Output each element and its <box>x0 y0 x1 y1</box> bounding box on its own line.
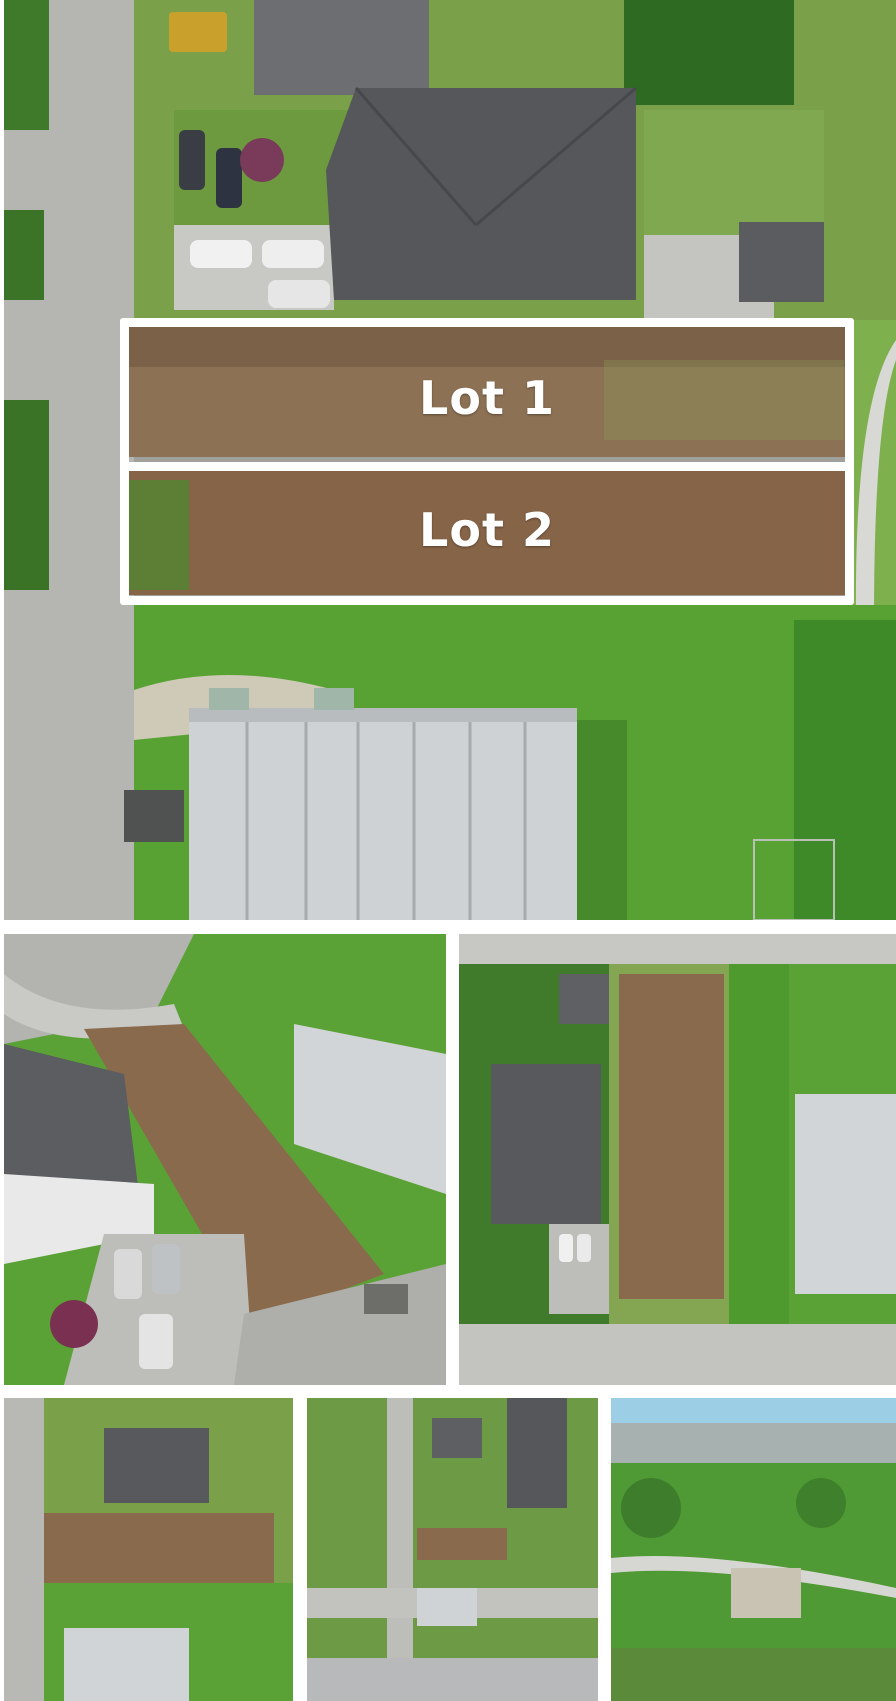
oblique-aerial-image <box>4 934 446 1385</box>
neighbourhood-topdown-photo <box>307 1398 598 1701</box>
small-topdown-image <box>4 1398 293 1701</box>
neighbourhood-topdown-image <box>307 1398 598 1701</box>
area-oblique-photo <box>611 1398 896 1701</box>
lot-2-label: Lot 2 <box>419 503 555 557</box>
area-oblique-image <box>611 1398 896 1701</box>
hero-aerial-image <box>4 0 896 920</box>
lots-outline: Lot 1 Lot 2 <box>120 318 854 605</box>
lot-1-label: Lot 1 <box>419 371 555 425</box>
lot-divider <box>129 462 845 471</box>
small-topdown-photo <box>4 1398 293 1701</box>
hero-aerial-photo: Lot 1 Lot 2 <box>4 0 896 920</box>
topdown-aerial-image <box>459 934 896 1385</box>
topdown-aerial-photo <box>459 934 896 1385</box>
oblique-aerial-photo <box>4 934 446 1385</box>
